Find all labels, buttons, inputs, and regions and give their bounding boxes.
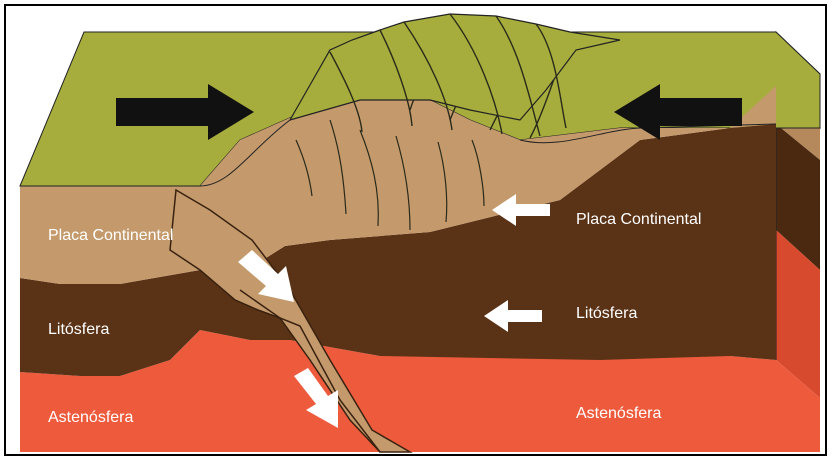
- label-continental-plate-right: Placa Continental: [576, 211, 701, 228]
- label-lithosphere-right: Litósfera: [576, 305, 637, 322]
- label-continental-plate-left: Placa Continental: [48, 227, 173, 244]
- label-lithosphere-left: Litósfera: [48, 321, 109, 338]
- label-asthenosphere-right: Astenósfera: [576, 405, 661, 422]
- label-asthenosphere-left: Astenósfera: [48, 409, 133, 426]
